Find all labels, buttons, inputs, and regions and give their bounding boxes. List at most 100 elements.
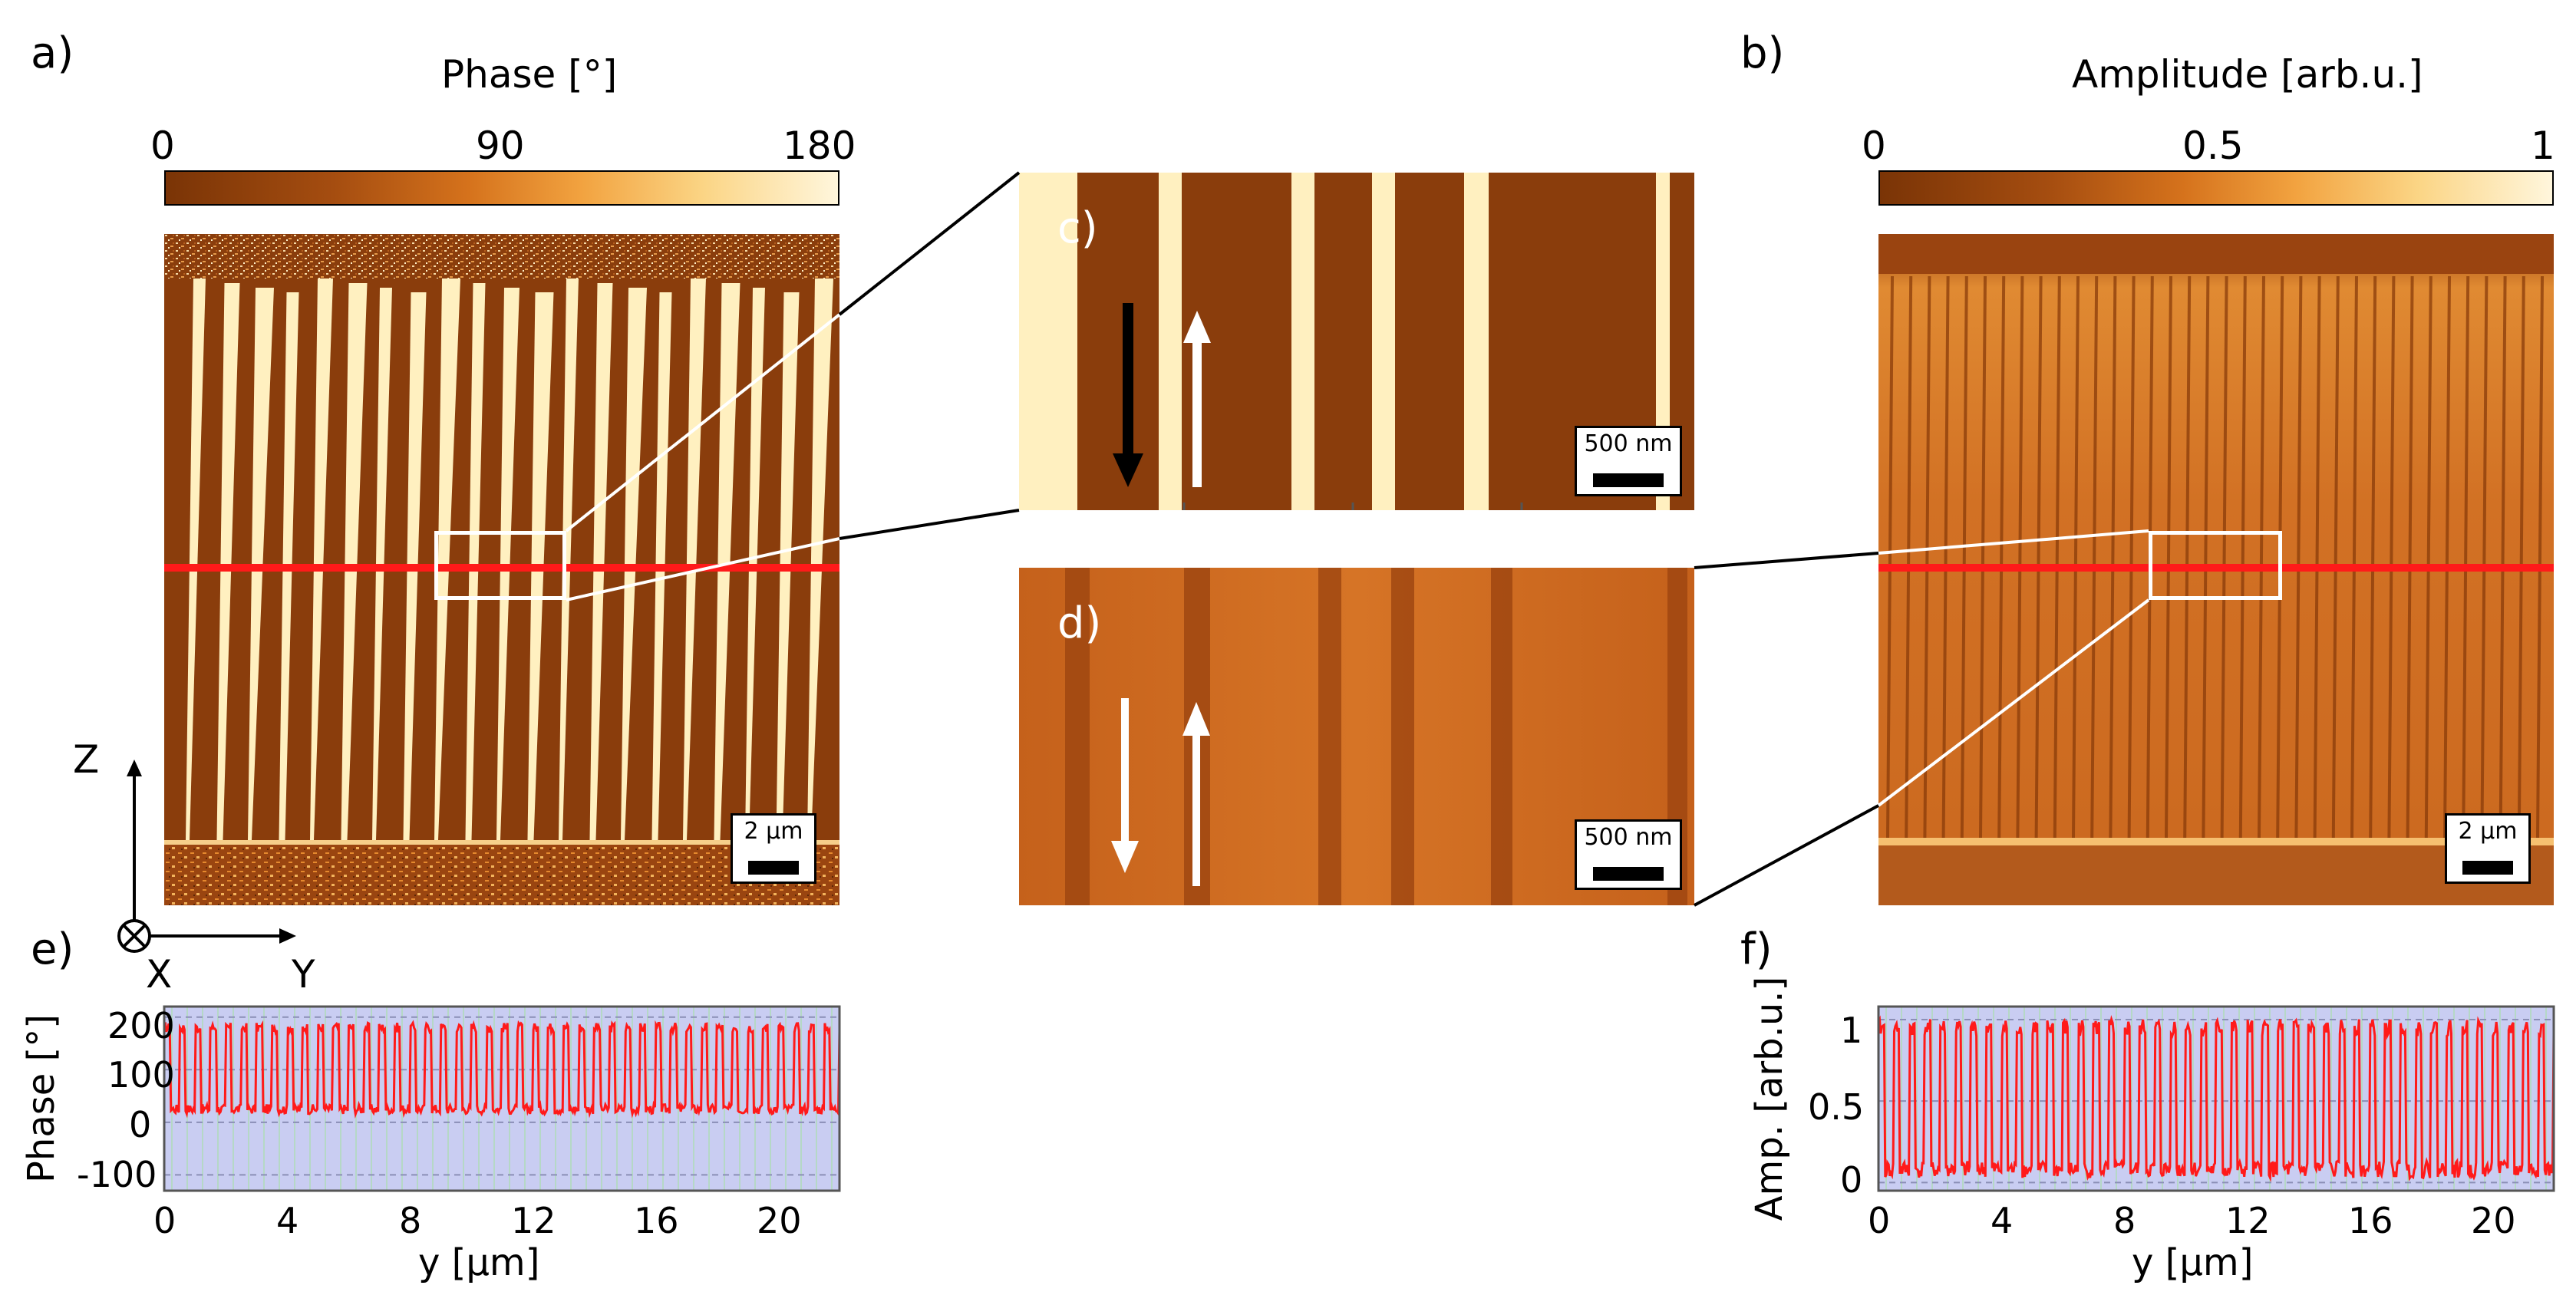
scale-bar-c-label: 500 nm: [1584, 430, 1673, 457]
e-xtick-20: 20: [757, 1200, 802, 1241]
f-xtick-8: 8: [2113, 1200, 2136, 1241]
wall-line: [2424, 275, 2433, 839]
phase-colorbar-tick-0: 0: [150, 124, 175, 168]
amplitude-colorbar-tick-05: 0.5: [2182, 124, 2244, 168]
phase-colorbar: [164, 170, 839, 206]
domain-stripe: [1291, 173, 1314, 510]
phase-colorbar-tick-90: 90: [476, 124, 525, 168]
domain-stripe: [1159, 173, 1182, 510]
wall-line: [2406, 275, 2414, 839]
e-xtick-4: 4: [276, 1200, 299, 1241]
panel-label-b: b): [1740, 28, 1785, 78]
e-xtick-0: 0: [153, 1200, 176, 1241]
wall-line: [2258, 275, 2265, 839]
wall-stripe: [1491, 568, 1512, 905]
wall-stripe: [1318, 568, 1341, 905]
wall-line: [2498, 275, 2507, 839]
amplitude-colorbar: [1878, 170, 2554, 206]
amplitude-profile-plot: [1877, 1005, 2555, 1192]
panel-label-c: c): [1057, 203, 1098, 253]
wall-line: [2165, 275, 2172, 839]
wall-line: [2462, 275, 2470, 839]
f-xtick-12: 12: [2225, 1200, 2271, 1241]
f-xlabel: y [µm]: [2132, 1241, 2254, 1284]
arrow-up-white: [1183, 311, 1211, 487]
f-xtick-0: 0: [1868, 1200, 1891, 1241]
panel-label-e: e): [31, 924, 74, 974]
axis-label-z: Z: [73, 737, 100, 782]
wall-stripe: [1065, 568, 1090, 905]
phase-profile-plot: [163, 1005, 841, 1192]
profile-line-b: [1878, 564, 2554, 572]
plot-frame: [1877, 1005, 2555, 1192]
wall-line: [2480, 275, 2489, 839]
profile-series-line: [163, 1020, 841, 1119]
f-xtick-20: 20: [2471, 1200, 2516, 1241]
domain-stripe: [1464, 173, 1489, 510]
wall-line: [2202, 275, 2210, 839]
arrow-down-black: [1113, 303, 1143, 487]
scale-bar-c: 500 nm: [1575, 426, 1682, 496]
wall-line: [2238, 275, 2247, 839]
wall-line: [2443, 275, 2451, 839]
amplitude-colorbar-tick-0: 0: [1862, 124, 1886, 168]
wall-line: [2183, 275, 2192, 839]
profile-series-line: [1877, 1015, 2555, 1182]
e-ytick-m100: -100: [77, 1154, 157, 1195]
e-ytick-100: 100: [107, 1054, 175, 1096]
wall-line: [2536, 275, 2544, 839]
arrow-up-white: [1182, 702, 1210, 886]
plot-frame: [163, 1005, 841, 1192]
phase-zoom-image: [1019, 173, 1694, 510]
scale-bar-b-label: 2 µm: [2458, 818, 2518, 845]
scale-bar-a: 2 µm: [731, 813, 816, 884]
phase-colorbar-tick-180: 180: [783, 124, 856, 168]
e-ytick-0: 0: [129, 1104, 152, 1145]
domain-stripe: [1041, 173, 1077, 510]
amplitude-colorbar-tick-1: 1: [2531, 124, 2555, 168]
domain-stripe: [216, 283, 240, 840]
e-ylabel: Phase [°]: [20, 1013, 63, 1184]
wall-stripe: [1391, 568, 1414, 905]
f-ylabel: Amp. [arb.u.]: [1748, 976, 1791, 1221]
e-xtick-12: 12: [511, 1200, 556, 1241]
axis-triad: [117, 760, 296, 953]
amplitude-colorbar-title: Amplitude [arb.u.]: [2072, 52, 2423, 97]
wall-line: [2294, 275, 2303, 839]
wall-line: [2517, 275, 2525, 839]
domain-stripe: [434, 278, 460, 840]
wall-line: [2369, 275, 2377, 839]
wall-line: [2220, 275, 2228, 839]
wall-line: [2313, 275, 2321, 839]
panel-label-f: f): [1740, 924, 1773, 974]
zoom-box-b: [2149, 531, 2282, 600]
zoom-box-a: [434, 531, 566, 600]
panel-label-a: a): [31, 28, 74, 78]
e-xtick-8: 8: [399, 1200, 422, 1241]
f-ytick-05: 0.5: [1808, 1086, 1865, 1128]
f-ytick-1: 1: [1840, 1010, 1863, 1051]
domain-stripe: [310, 278, 333, 840]
wall-line: [2387, 275, 2396, 839]
profile-line-a: [164, 564, 839, 572]
wall-line: [2350, 275, 2358, 839]
arrow-down-white: [1111, 698, 1139, 873]
f-xtick-4: 4: [1991, 1200, 2014, 1241]
e-xlabel: y [µm]: [418, 1241, 540, 1284]
scale-bar-b: 2 µm: [2445, 813, 2531, 884]
e-ytick-200: 200: [107, 1005, 175, 1046]
phase-colorbar-title: Phase [°]: [441, 52, 618, 97]
domain-stripe: [1372, 173, 1395, 510]
domain-stripe: [186, 278, 206, 840]
axis-label-y: Y: [292, 952, 315, 997]
e-xtick-16: 16: [634, 1200, 679, 1241]
panel-label-d: d): [1057, 598, 1102, 648]
scale-bar-d-label: 500 nm: [1584, 824, 1673, 851]
f-xtick-16: 16: [2348, 1200, 2393, 1241]
scale-bar-d: 500 nm: [1575, 819, 1682, 890]
domain-stripe: [341, 283, 368, 840]
domain-stripe: [465, 283, 486, 840]
axis-label-x: X: [146, 952, 173, 997]
wall-line: [2331, 275, 2340, 839]
f-ytick-0: 0: [1840, 1159, 1863, 1201]
